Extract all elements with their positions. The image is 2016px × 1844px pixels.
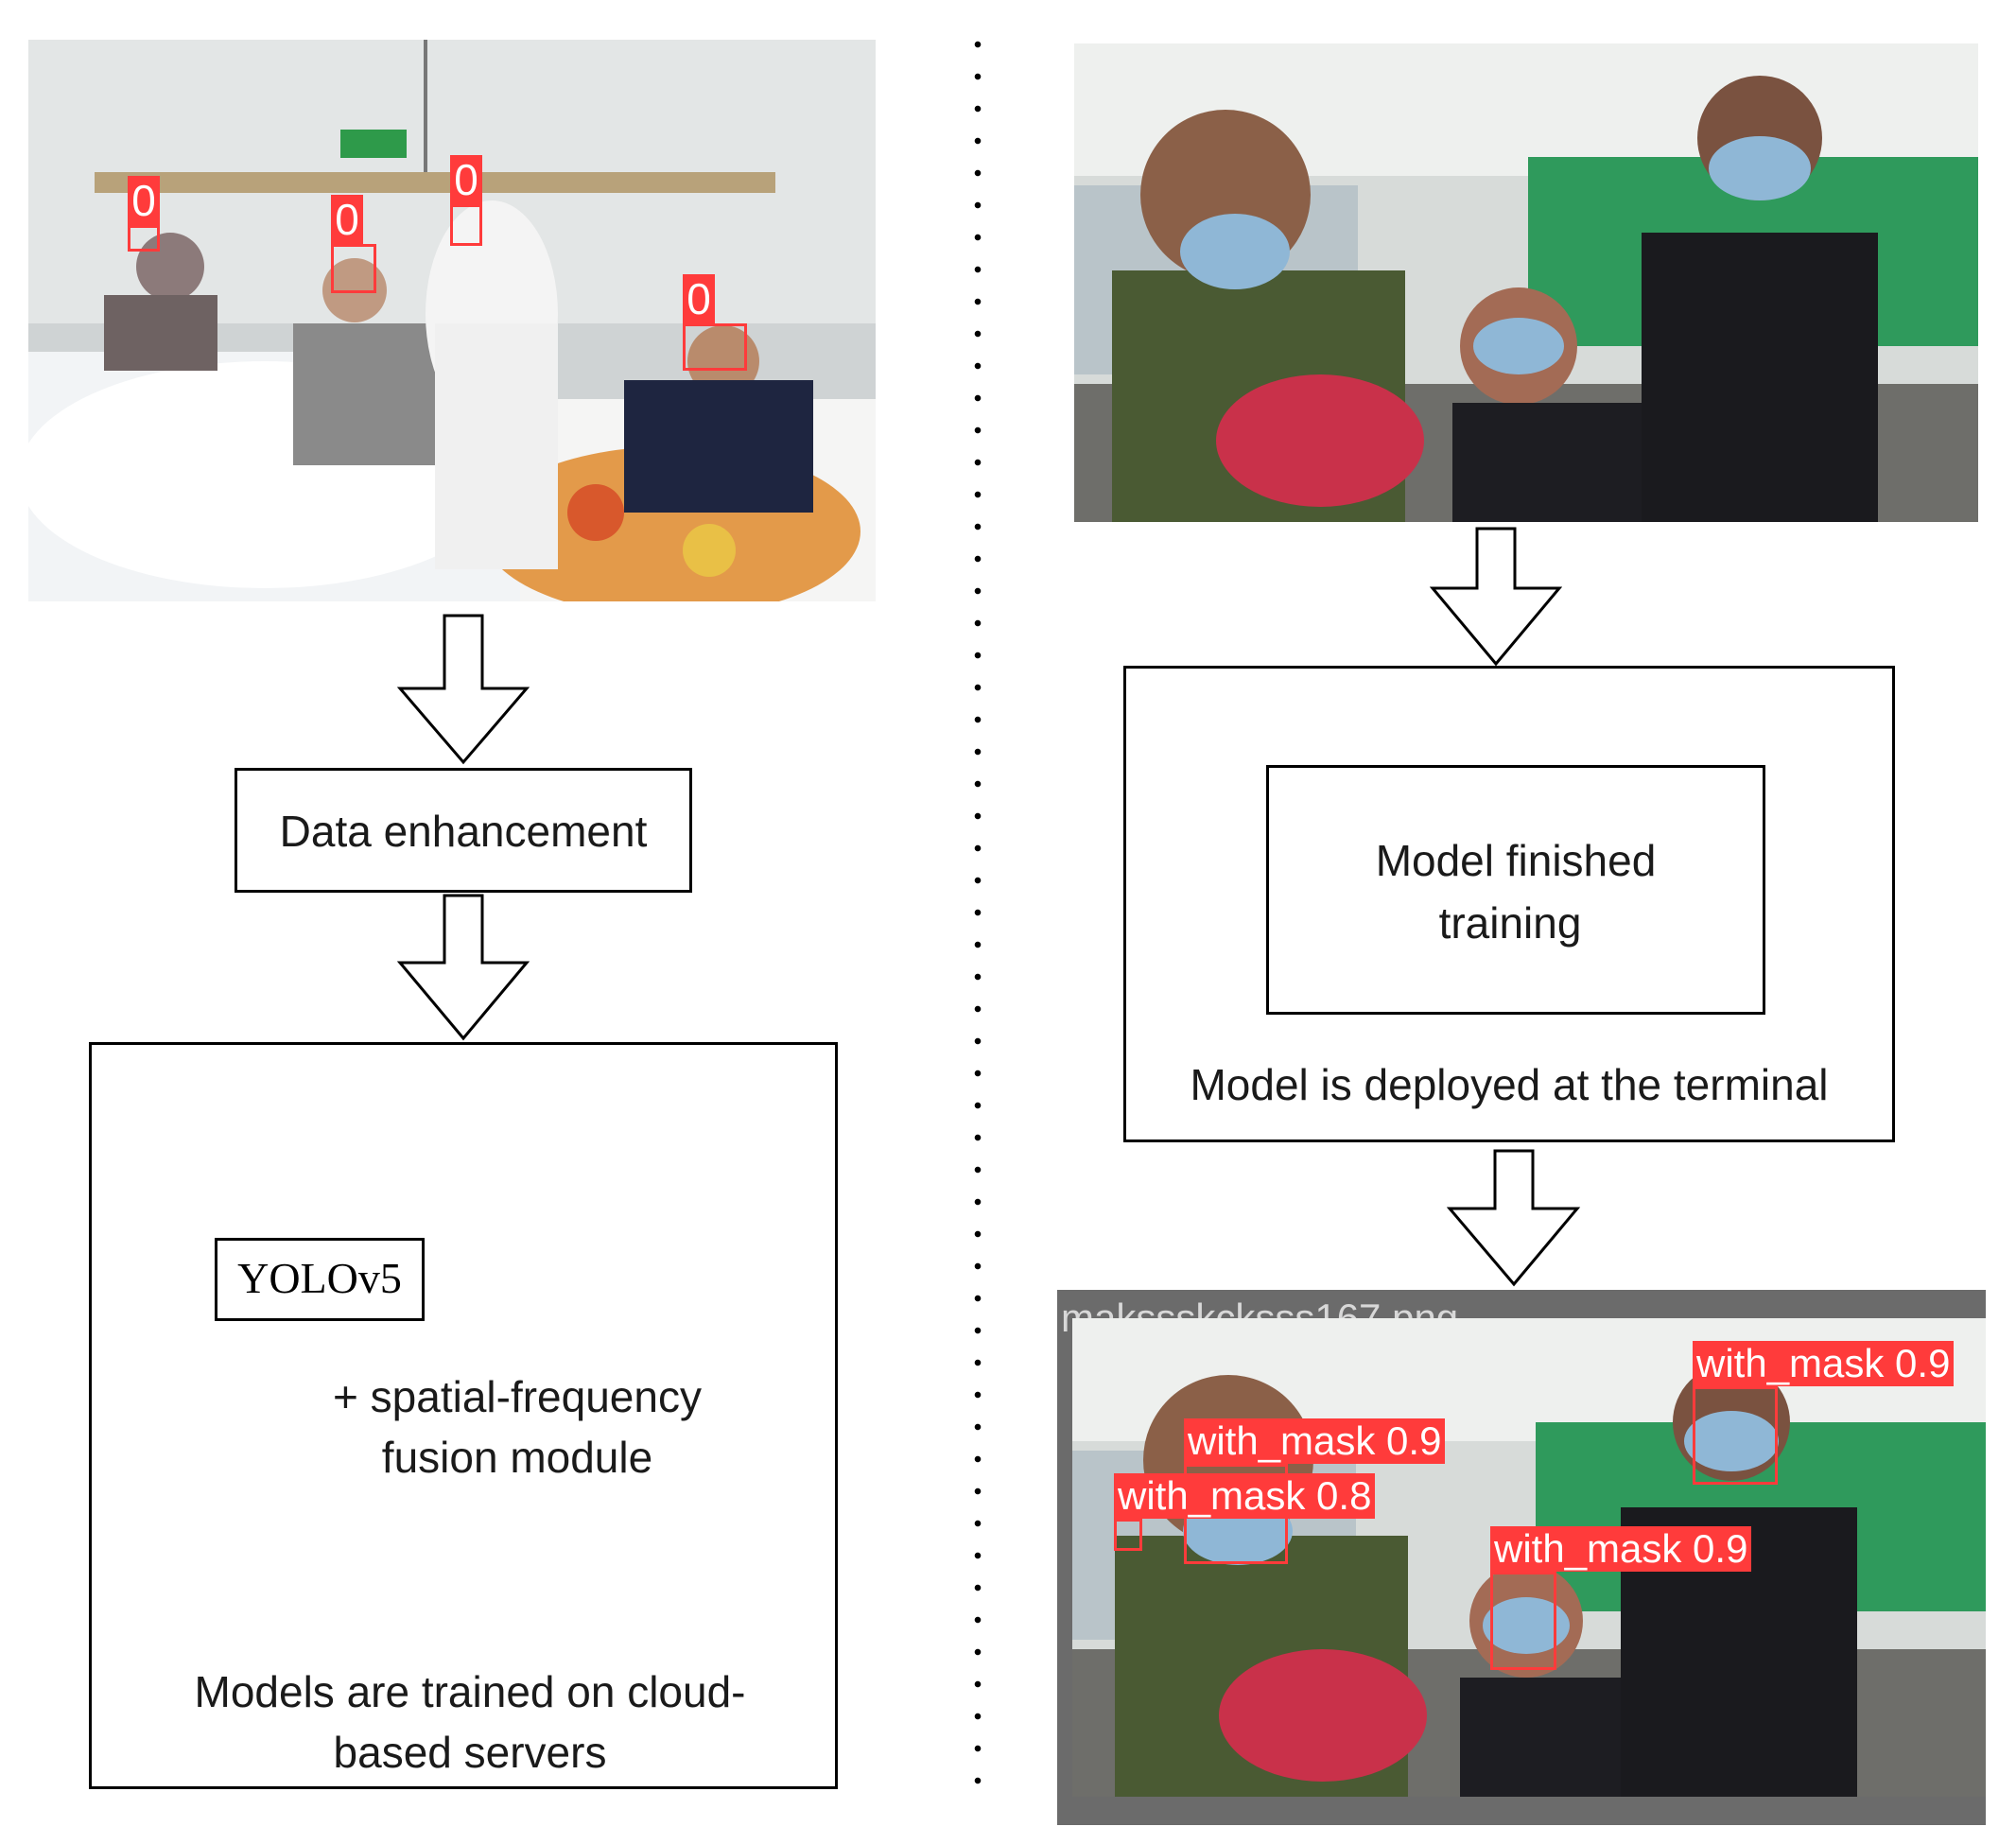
detection-tag: 0 [450,155,482,204]
detection-box [683,323,747,371]
model-finished-line1: Model finished [1375,836,1657,885]
column-divider [974,28,982,1806]
detection-label: with_mask 0.9 [1693,1341,1955,1386]
airport-photo [1074,43,1978,522]
model-finished-line2: training [1438,898,1582,948]
detection-box [1490,1572,1556,1670]
detection-box [331,244,376,293]
trained-on-cloud-line2: based servers [333,1728,607,1777]
detection-box [128,225,160,252]
yolo-box: YOLOv5 [215,1238,425,1321]
arrow-down-icon [397,894,530,1041]
arrow-down-icon [1430,527,1562,667]
deployed-at-terminal-label: Model is deployed at the terminal [1190,1060,1829,1109]
fusion-module-line2: fusion module [381,1433,653,1482]
arrow-down-icon [397,614,530,765]
detection-label: with_mask 0.9 [1490,1526,1752,1572]
training-box: YOLOv5 + spatial-frequency fusion module… [89,1042,838,1789]
fusion-module-line1: + spatial-frequency [333,1372,702,1421]
trained-on-cloud-line1: Models are trained on cloud- [194,1667,746,1716]
detection-box [1114,1519,1142,1551]
detection-label: with_mask 0.9 [1184,1418,1446,1464]
deployment-box: Model finished training Model is deploye… [1123,666,1895,1142]
data-enhancement-box: Data enhancement [235,768,692,893]
detection-box [1693,1386,1778,1485]
data-enhancement-label: Data enhancement [279,807,648,856]
detection-box [450,204,482,246]
detection-tag: 0 [128,176,160,225]
model-finished-box: Model finished training [1266,765,1765,1015]
detection-tag: 0 [683,274,715,323]
detection-label: with_mask 0.8 [1114,1473,1376,1519]
detection-tag: 0 [331,195,363,244]
hospital-photo [28,40,876,601]
arrow-down-icon [1447,1149,1581,1287]
yolo-label: YOLOv5 [237,1254,402,1302]
